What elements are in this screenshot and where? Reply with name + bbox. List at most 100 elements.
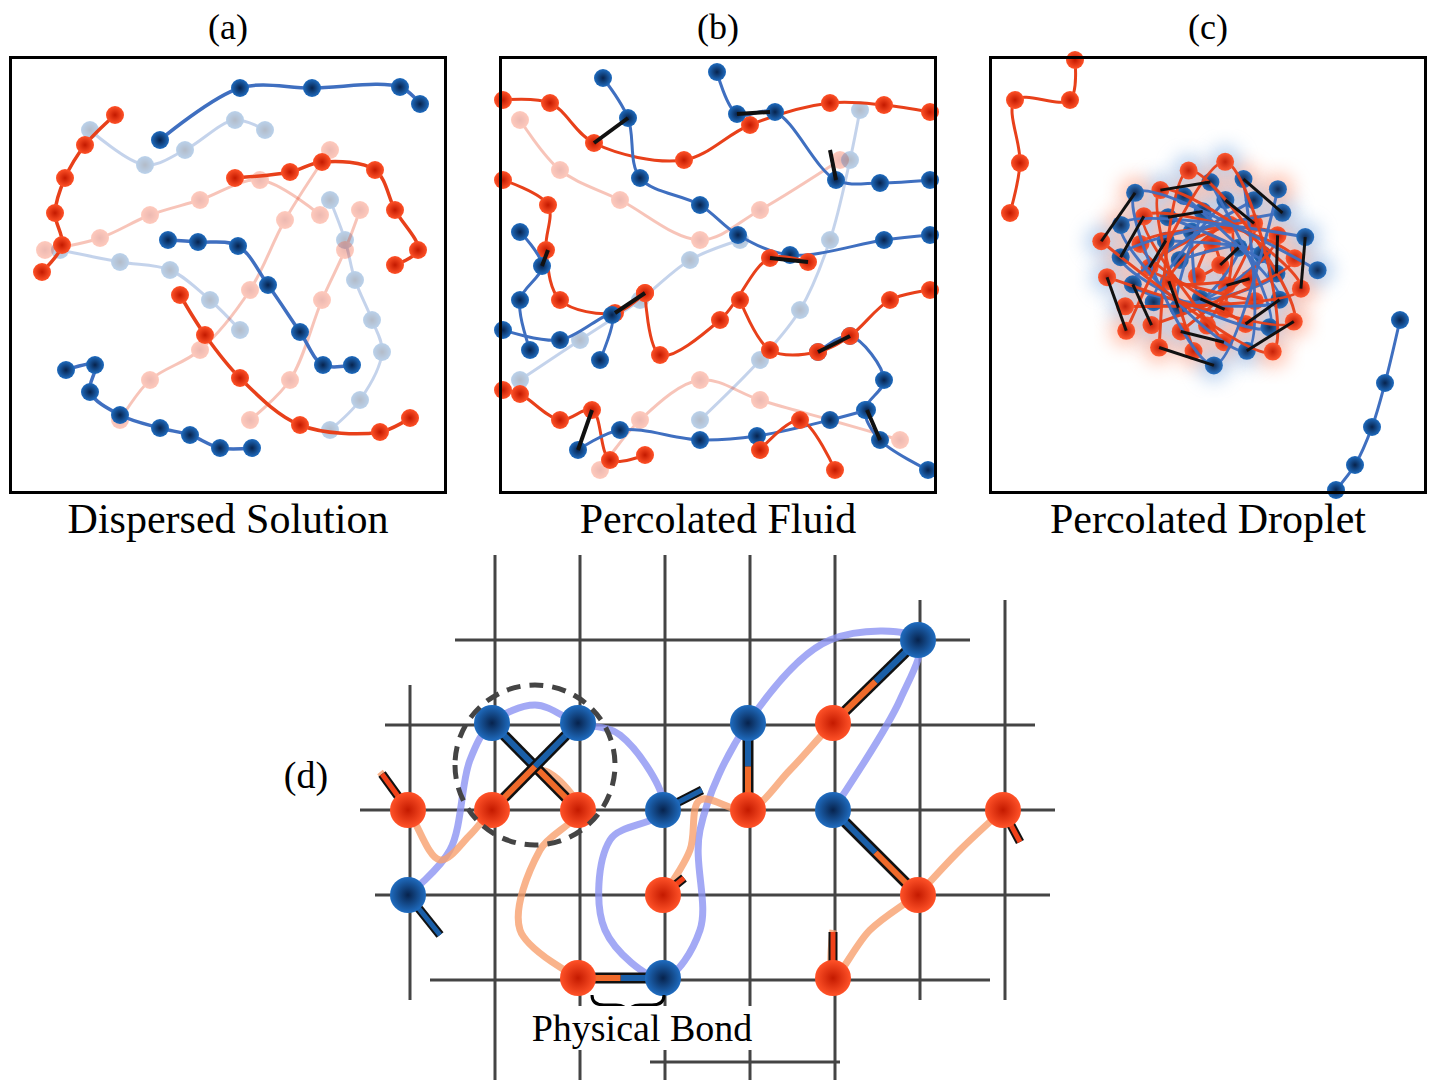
polymer-chain [494,171,654,322]
chain-backbone [700,110,860,420]
panel-label: (c) [989,0,1427,54]
sticker-bead [314,356,332,374]
sticker-bead [231,321,249,339]
sticker-bead [86,356,104,374]
sticker-bead [241,411,259,429]
sticker-bead [321,191,339,209]
sticker-bead [551,161,569,179]
chain-backbone [603,78,930,255]
polymer-chain [751,411,844,479]
sticker-bead [815,960,851,996]
sticker-bead [313,153,331,171]
grid-line [650,1061,840,1064]
sticker-bead [390,877,426,913]
sticker-bead [560,960,596,996]
sticker-bead [136,156,154,174]
sticker-bead [539,196,557,214]
sticker-bead [159,231,177,249]
sticker-bead [91,229,109,247]
polymer-chain [494,306,621,369]
grid-line [455,639,970,642]
panel-caption: Percolated Fluid [499,494,937,544]
chain-backbone [645,256,808,355]
chain-backbone [60,250,240,330]
sticker-bead [196,326,214,344]
sticker-bead [675,151,693,169]
sticker-bead [259,276,277,294]
sticker-bead [1006,91,1024,109]
polymer-chain [51,241,249,339]
chain-backbone [180,295,410,434]
panel-frame [9,56,447,494]
sticker-bead [141,206,159,224]
physical-bond [578,410,592,450]
sticker-bead [351,391,369,409]
physical-bond [1101,193,1135,241]
sticker-bead [211,439,229,457]
sticker-bead [871,174,889,192]
sticker-bead [390,792,426,828]
physical-bond [833,810,918,895]
panel-d-art [380,622,1021,996]
sticker-bead [841,151,859,169]
sticker-bead [363,311,381,329]
chain-backbone [120,150,330,420]
grid-line [430,979,990,982]
panel-label: (d) [281,753,331,797]
sticker-bead [336,241,354,259]
sticker-bead [636,446,654,464]
sticker-bead [391,78,409,96]
polymer-chain [226,153,427,274]
sticker-bead [551,411,569,429]
sticker-bead [1363,418,1381,436]
sticker-bead [76,136,94,154]
sticker-bead [281,371,299,389]
sticker-bead [521,341,539,359]
sticker-bead [494,381,512,399]
sticker-bead [601,451,619,469]
sticker-bead [111,253,129,271]
sticker-bead [821,411,839,429]
sticker-bead [1376,374,1394,392]
sticker-bead [691,431,709,449]
sticker-bead [366,161,384,179]
sticker-bead [730,705,766,741]
polymer-chain [111,141,339,429]
sticker-bead [631,169,649,187]
chain-backbone [250,210,360,420]
physical-bond [492,723,578,810]
sticker-bead [111,406,129,424]
sticker-bead [56,169,74,187]
sticker-bead [401,409,419,427]
sticker-bead [276,211,294,229]
sticker-bead [729,226,747,244]
sticker-bead [351,201,369,219]
sticker-bead [1112,216,1130,234]
panel: (a)Dispersed Solution [9,0,447,544]
polymer-chain [151,78,429,149]
sticker-bead [611,421,629,439]
sticker-bead [411,95,429,113]
polymer-chain [36,171,329,259]
sticker-bead [511,111,529,129]
polymer-chain [1112,170,1314,360]
sticker-bead [494,91,512,109]
sticker-bead [281,163,299,181]
panel-a-art [33,78,429,457]
sticker-bead [46,204,64,222]
chain-backbone [1101,162,1277,353]
sticker-bead [1180,162,1198,180]
chain-backbone [503,180,645,314]
lattice-grid [360,555,1055,1080]
chain-backbone [600,380,900,470]
sticker-bead [821,94,839,112]
polymer-chain [321,191,391,439]
physical-bond [1246,300,1280,324]
sticker-bead [541,94,559,112]
sticker-bead [761,341,779,359]
sticker-bead [311,206,329,224]
sticker-bead [346,271,364,289]
polymer-chain [569,401,876,459]
panel: (b)Percolated Fluid [499,0,937,544]
sticker-bead [161,261,179,279]
